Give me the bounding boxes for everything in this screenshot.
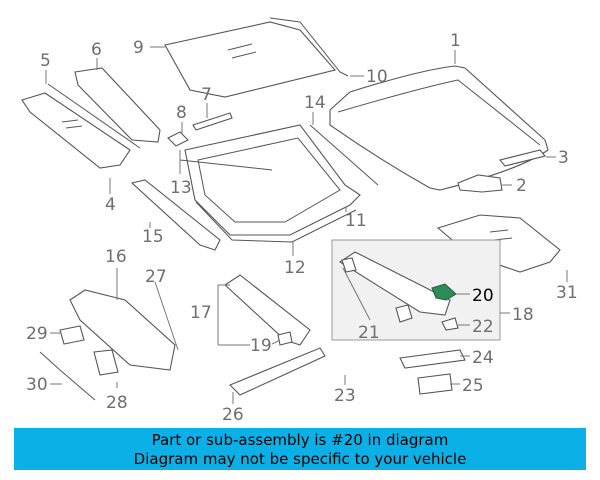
callout-20: 20 bbox=[472, 286, 494, 306]
hinge-part bbox=[457, 174, 503, 193]
callout-21: 21 bbox=[358, 323, 380, 343]
callout-26: 26 bbox=[222, 405, 244, 425]
callout-15: 15 bbox=[142, 227, 164, 247]
callout-4: 4 bbox=[105, 195, 116, 215]
callout-19: 19 bbox=[250, 336, 272, 356]
rear-glass-part bbox=[21, 92, 131, 169]
motor-part bbox=[59, 325, 85, 345]
callout-8: 8 bbox=[176, 103, 187, 123]
callout-29: 29 bbox=[26, 324, 48, 344]
bracket-part bbox=[417, 373, 453, 395]
lower-rail-part bbox=[229, 347, 326, 396]
callout-5: 5 bbox=[40, 51, 51, 71]
callout-17: 17 bbox=[190, 303, 212, 323]
deflector-part bbox=[179, 159, 273, 171]
trim-strip-part bbox=[269, 17, 349, 77]
info-banner: Part or sub-assembly is #20 in diagram D… bbox=[14, 428, 586, 470]
callout-6: 6 bbox=[91, 40, 102, 60]
bolt-part bbox=[499, 149, 546, 167]
callout-27: 27 bbox=[145, 267, 167, 287]
callout-30: 30 bbox=[26, 375, 48, 395]
callout-10: 10 bbox=[366, 67, 388, 87]
callout-3: 3 bbox=[558, 148, 569, 168]
callout-25: 25 bbox=[462, 376, 484, 396]
callout-16: 16 bbox=[105, 247, 127, 267]
callout-7: 7 bbox=[201, 85, 212, 105]
callout-1: 1 bbox=[450, 31, 461, 51]
glass-panel-part bbox=[164, 21, 337, 98]
trim-bar-part bbox=[399, 349, 466, 369]
callout-11: 11 bbox=[345, 211, 367, 231]
rail-bracket-part bbox=[130, 179, 221, 251]
frame-bracket-part bbox=[74, 67, 161, 143]
roof-panel-part bbox=[329, 65, 549, 191]
callout-13: 13 bbox=[170, 178, 192, 198]
callout-9: 9 bbox=[133, 38, 144, 58]
highlighted-part-20 bbox=[431, 283, 457, 301]
small-clip-part bbox=[167, 131, 189, 147]
side-strip-part bbox=[309, 124, 379, 186]
callout-22: 22 bbox=[472, 317, 494, 337]
callout-labels: 1 2 3 4 5 6 7 8 9 10 11 12 13 14 15 16 1… bbox=[26, 31, 578, 425]
small-bolt-part bbox=[277, 331, 293, 346]
callout-18: 18 bbox=[512, 305, 534, 325]
parts-diagram: 1 2 3 4 5 6 7 8 9 10 11 12 13 14 15 16 1… bbox=[21, 17, 578, 425]
drive-frame-part bbox=[69, 289, 176, 371]
callout-12: 12 bbox=[284, 258, 306, 278]
callout-23: 23 bbox=[334, 386, 356, 406]
clip-strip-part bbox=[192, 112, 233, 131]
module-part bbox=[93, 349, 119, 376]
rail-assembly-part bbox=[224, 274, 311, 346]
banner-line-1: Part or sub-assembly is #20 in diagram bbox=[151, 431, 449, 449]
screw-part bbox=[441, 317, 459, 331]
banner-line-2: Diagram may not be specific to your vehi… bbox=[133, 450, 467, 468]
callout-28: 28 bbox=[106, 393, 128, 413]
callout-14: 14 bbox=[304, 93, 326, 113]
callout-24: 24 bbox=[472, 348, 494, 368]
guide-rail-part bbox=[338, 251, 451, 323]
frame-seal-part bbox=[195, 201, 357, 243]
sunroof-frame-part bbox=[184, 124, 361, 236]
leader-lines bbox=[45, 46, 568, 404]
callout-31: 31 bbox=[556, 283, 578, 303]
cable-part bbox=[39, 351, 96, 401]
seal-strip-part bbox=[47, 83, 141, 149]
callout-2: 2 bbox=[516, 176, 527, 196]
